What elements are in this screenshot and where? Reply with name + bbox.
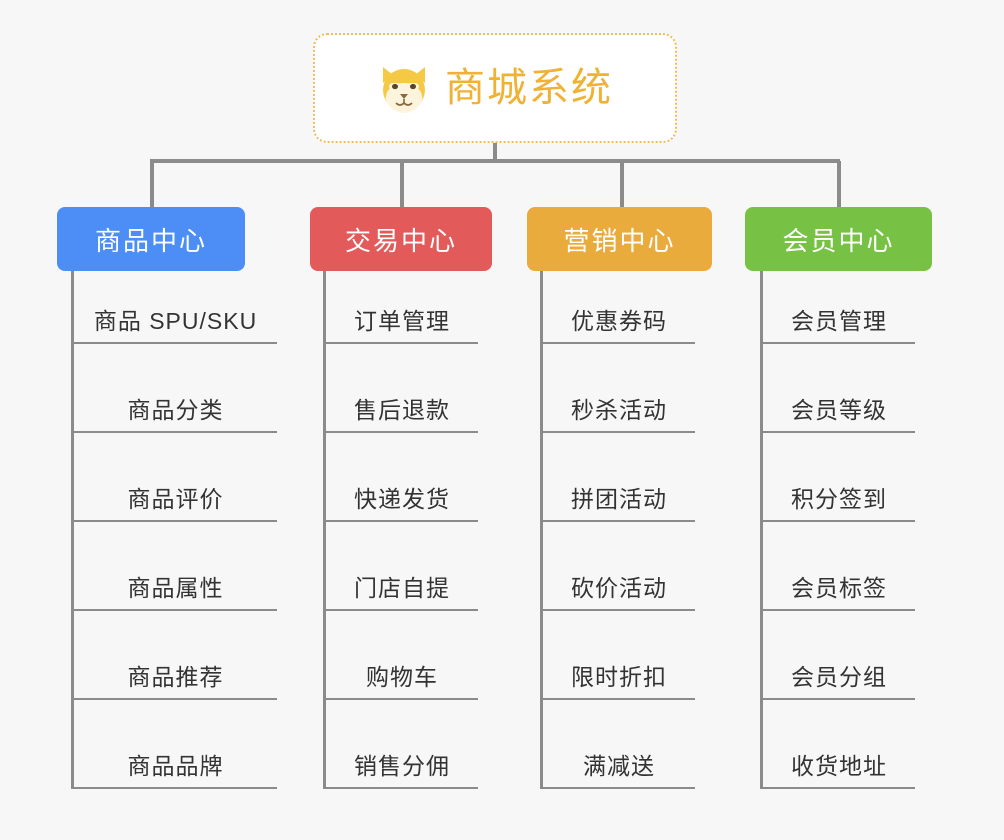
leaf-column-3: 优惠券码秒杀活动拼团活动砍价活动限时折扣满减送 — [540, 271, 695, 789]
category-box-2[interactable]: 交易中心 — [310, 207, 492, 271]
leaf-item[interactable]: 会员管理 — [763, 271, 915, 344]
leaf-item[interactable]: 商品分类 — [74, 344, 277, 433]
leaf-item[interactable]: 商品推荐 — [74, 611, 277, 700]
category-label: 营销中心 — [563, 225, 676, 256]
leaf-column-2: 订单管理售后退款快递发货门店自提购物车销售分佣 — [323, 271, 478, 789]
leaf-item[interactable]: 砍价活动 — [543, 522, 695, 611]
root-connector-stem — [493, 143, 497, 163]
leaf-item[interactable]: 优惠券码 — [543, 271, 695, 344]
category-box-1[interactable]: 商品中心 — [57, 207, 245, 271]
leaf-item[interactable]: 会员分组 — [763, 611, 915, 700]
leaf-item[interactable]: 快递发货 — [326, 433, 478, 522]
connector-drop-1 — [150, 161, 154, 209]
leaf-item[interactable]: 商品品牌 — [74, 700, 277, 789]
leaf-item[interactable]: 收货地址 — [763, 700, 915, 789]
leaf-item[interactable]: 秒杀活动 — [543, 344, 695, 433]
leaf-item[interactable]: 会员标签 — [763, 522, 915, 611]
leaf-item[interactable]: 积分签到 — [763, 433, 915, 522]
leaf-item[interactable]: 商品评价 — [74, 433, 277, 522]
connector-drop-4 — [837, 161, 841, 209]
connector-drop-3 — [620, 161, 624, 209]
category-label: 交易中心 — [344, 225, 457, 256]
category-box-3[interactable]: 营销中心 — [527, 207, 712, 271]
connector-drop-2 — [400, 161, 404, 209]
leaf-item[interactable]: 门店自提 — [326, 522, 478, 611]
leaf-item[interactable]: 商品 SPU/SKU — [74, 271, 277, 344]
leaf-item[interactable]: 购物车 — [326, 611, 478, 700]
category-label: 会员中心 — [782, 225, 895, 256]
root-node[interactable]: 商城系统 — [313, 33, 677, 143]
leaf-item[interactable]: 拼团活动 — [543, 433, 695, 522]
leaf-item[interactable]: 满减送 — [543, 700, 695, 789]
leaf-column-4: 会员管理会员等级积分签到会员标签会员分组收货地址 — [760, 271, 915, 789]
leaf-item[interactable]: 限时折扣 — [543, 611, 695, 700]
category-box-4[interactable]: 会员中心 — [745, 207, 932, 271]
leaf-item[interactable]: 销售分佣 — [326, 700, 478, 789]
leaf-item[interactable]: 订单管理 — [326, 271, 478, 344]
leaf-item[interactable]: 售后退款 — [326, 344, 478, 433]
leaf-item[interactable]: 会员等级 — [763, 344, 915, 433]
dog-face-icon — [377, 63, 431, 113]
root-title: 商城系统 — [445, 66, 613, 110]
leaf-item[interactable]: 商品属性 — [74, 522, 277, 611]
connector-bus — [150, 159, 840, 163]
category-label: 商品中心 — [94, 225, 207, 256]
